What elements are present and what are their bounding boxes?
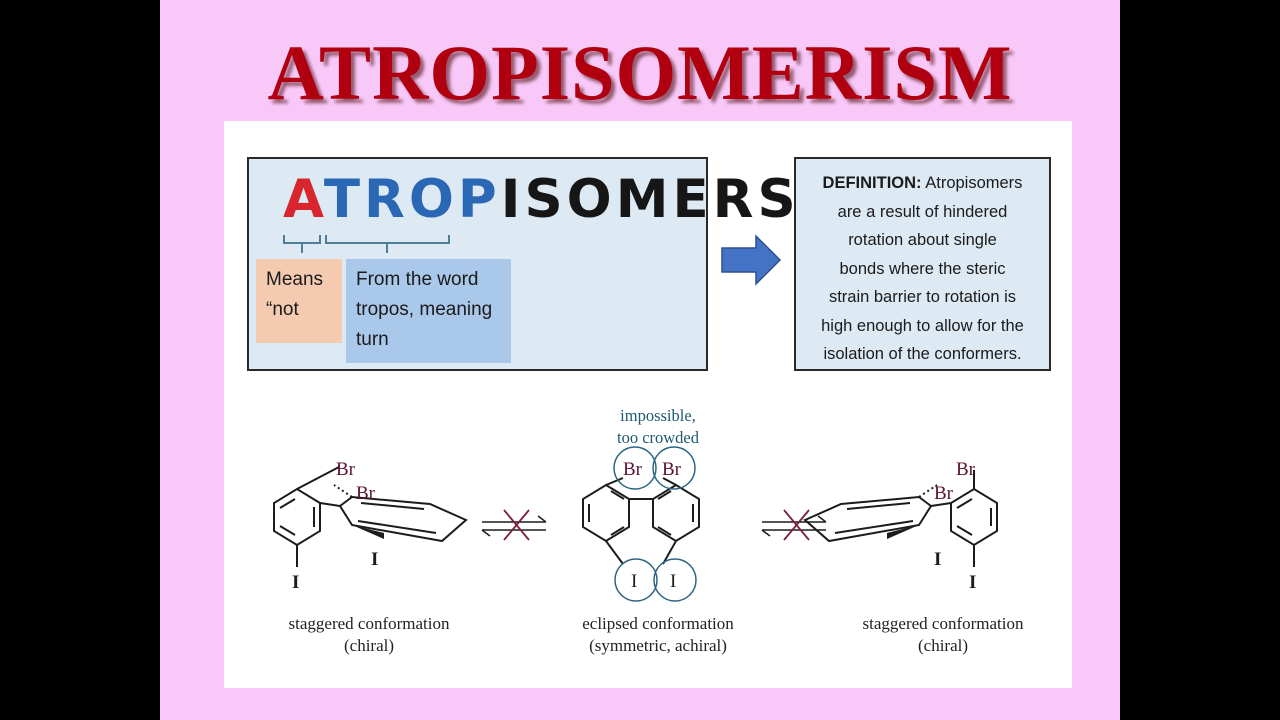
definition-line: are a result of hindered: [837, 202, 1008, 221]
definition-label: DEFINITION:: [822, 174, 922, 192]
cross-mark: [783, 509, 810, 541]
left-flat-ring: [273, 487, 321, 547]
root-meaning-box: From the word tropos, meaning turn: [346, 259, 511, 363]
word-root-trop: TROP: [323, 169, 501, 230]
definition-box: DEFINITION: Atropisomers are a result of…: [794, 157, 1051, 371]
right-arrow-icon: [721, 234, 782, 286]
caption-line: eclipsed conformation: [582, 614, 734, 633]
right-hashed-bond: [918, 484, 938, 498]
caption-right: staggered conformation (chiral): [828, 613, 1058, 657]
caption-line: (symmetric, achiral): [589, 636, 727, 655]
root-meaning-line: turn: [356, 329, 389, 350]
right-pivot-bond: [930, 502, 952, 507]
prefix-meaning-box: Means “not: [256, 259, 342, 343]
atom-label-i: I: [292, 572, 299, 593]
left-hashed-bond: [333, 484, 353, 498]
definition-line: strain barrier to rotation is: [828, 288, 1017, 306]
cross-mark: [503, 509, 530, 541]
conformation-diagram: Br Br I I Br Br I I Br Br I I: [273, 446, 998, 602]
blocked-equilibrium-left: [481, 509, 547, 541]
content-panel: ATROPISOMERS Means “not From the word tr…: [224, 121, 1072, 688]
crowding-circle: [653, 558, 697, 602]
crowding-circle: [614, 558, 658, 602]
atom-label-br: Br: [356, 483, 376, 504]
mid-bond-i-left: [605, 540, 624, 565]
word-prefix-a: A: [283, 169, 324, 230]
crowding-circle: [613, 446, 657, 490]
caption-line: staggered conformation: [288, 614, 450, 633]
definition-line: high enough to allow for the: [821, 316, 1024, 335]
atom-label-i: I: [631, 571, 637, 592]
left-bond-br: [296, 466, 340, 490]
atom-label-br: Br: [934, 483, 954, 504]
slide-title: ATROPISOMERISM: [267, 29, 1013, 116]
word-brackets: [283, 235, 450, 253]
definition-line: isolation of the conformers.: [823, 345, 1022, 363]
root-meaning-line: tropos, meaning: [356, 299, 493, 320]
definition-line: rotation about single: [848, 231, 997, 249]
caption-left: staggered conformation (chiral): [254, 613, 484, 657]
slide: ATROPISOMERISM ATROPISOMERS Means “not F…: [160, 0, 1120, 720]
root-bracket: [325, 235, 450, 253]
atom-label-i: I: [670, 571, 676, 592]
word-suffix-isomers: ISOMERS: [500, 169, 800, 230]
blocked-equilibrium-right: [761, 509, 827, 541]
etymology-box: ATROPISOMERS Means “not From the word tr…: [247, 157, 796, 371]
caption-middle: eclipsed conformation (symmetric, achira…: [540, 613, 776, 657]
prefix-meaning-line: Means: [266, 269, 324, 290]
crowding-circle: [652, 446, 696, 490]
atom-label-br: Br: [336, 459, 356, 480]
mid-bond-i-right: [662, 540, 677, 565]
prefix-bracket: [283, 235, 321, 253]
definition-text: Atropisomers: [925, 174, 1023, 192]
prefix-meaning-line: “not: [266, 299, 299, 320]
left-pivot-bond: [319, 502, 341, 507]
caption-line: (chiral): [343, 636, 395, 655]
left-wedge-bond: [352, 525, 384, 539]
caption-line: staggered conformation: [862, 614, 1024, 633]
crowding-note: impossible, too crowded: [564, 405, 752, 449]
atom-label-br: Br: [662, 459, 682, 480]
crowding-circles: [613, 446, 697, 602]
atom-label-br: Br: [956, 459, 976, 480]
crowding-note-line: impossible,: [620, 406, 696, 425]
root-meaning-line: From the word: [356, 269, 479, 290]
atropisomers-word: ATROPISOMERS: [283, 173, 800, 226]
mid-right-ring: [652, 483, 700, 543]
definition-line: DEFINITION: Atropisomers: [796, 169, 1049, 198]
right-wedge-bond: [887, 525, 919, 539]
mid-left-ring: [582, 483, 630, 543]
atom-label-i: I: [969, 572, 976, 593]
atom-label-i: I: [371, 549, 378, 570]
atom-label-i: I: [934, 549, 941, 570]
atom-label-br: Br: [623, 459, 643, 480]
mid-bond-br-left: [605, 477, 624, 486]
caption-line: (chiral): [917, 636, 969, 655]
right-perspective-ring: [803, 495, 933, 543]
definition-line: bonds where the steric: [839, 259, 1006, 278]
right-flat-ring: [950, 487, 998, 547]
crowding-note-line: too crowded: [616, 428, 700, 447]
mid-bond-br-right: [662, 477, 677, 486]
